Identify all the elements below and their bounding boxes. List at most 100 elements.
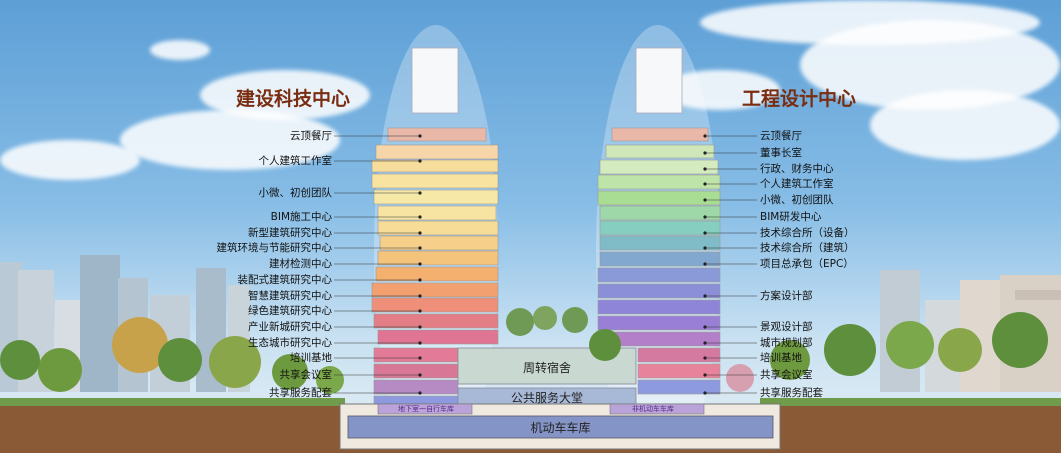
right-label: 个人建筑工作室: [760, 178, 834, 190]
right-floor: [637, 347, 721, 363]
right-floor: [637, 363, 721, 379]
right-floor: [599, 159, 719, 175]
leader-dot: [418, 134, 422, 138]
right-label: 董事长室: [760, 147, 802, 159]
leader-dot: [418, 356, 422, 360]
leader-dot: [703, 373, 707, 377]
leader-dot: [703, 198, 707, 202]
right-label: BIM研发中心: [760, 211, 822, 223]
leader-dot: [418, 191, 422, 195]
right-label: 共享会议室: [760, 369, 813, 381]
left-floor: [373, 379, 459, 395]
leader-dot: [418, 391, 422, 395]
leader-dot: [418, 215, 422, 219]
left-floor: [377, 250, 499, 266]
leader-dot: [703, 325, 707, 329]
leader-dot: [418, 231, 422, 235]
right-floor: [599, 235, 721, 251]
right-label: 小微、初创团队: [760, 194, 834, 206]
right-floor: [599, 205, 721, 221]
left-title: 建设科技中心: [236, 88, 351, 110]
grass-right: [760, 398, 1061, 406]
left-floor: [373, 347, 459, 363]
right-label: 共享服务配套: [760, 387, 823, 399]
right-label: 技术综合所（建筑）: [760, 242, 855, 254]
cloud: [0, 140, 140, 180]
left-floor: [377, 329, 499, 345]
garage-floor: [347, 415, 774, 439]
left-label: 云顶餐厅: [290, 130, 332, 142]
left-floor: [373, 313, 499, 329]
basement-bike-right-label: 非机动车车库: [632, 405, 674, 413]
right-floor: [597, 315, 721, 331]
leader-dot: [703, 182, 707, 186]
garage-label: 机动车车库: [530, 421, 591, 435]
right-label: 项目总承包（EPC）: [760, 258, 854, 270]
leader-dot: [418, 262, 422, 266]
right-label: 技术综合所（设备）: [760, 227, 855, 239]
leader-dot: [703, 294, 707, 298]
leader-dot: [418, 159, 422, 163]
right-floor: [597, 267, 721, 283]
right-label: 方案设计部: [760, 290, 813, 302]
left-floor: [373, 189, 499, 205]
left-label: BIM施工中心: [270, 211, 332, 223]
left-tower-crown: [411, 47, 459, 114]
left-floor: [373, 395, 459, 405]
left-floor: [375, 144, 499, 160]
leader-dot: [418, 309, 422, 313]
right-floor: [597, 283, 721, 299]
right-floor: [599, 220, 721, 236]
leader-dot: [418, 373, 422, 377]
hall-label: 公共服务大堂: [510, 391, 583, 405]
right-label: 云顶餐厅: [760, 130, 802, 142]
left-floor: [371, 282, 499, 298]
left-floor: [373, 363, 459, 379]
cloud: [120, 110, 340, 170]
leader-dot: [703, 167, 707, 171]
cloud: [870, 90, 1060, 160]
leader-dot: [418, 294, 422, 298]
left-floor: [371, 159, 499, 173]
left-label: 培训基地: [290, 352, 332, 364]
leader-dot: [703, 391, 707, 395]
right-floor: [611, 127, 709, 142]
left-label: 建筑环境与节能研究中心: [216, 242, 333, 254]
right-label: 培训基地: [760, 352, 802, 364]
right-floor: [597, 174, 721, 190]
leader-dot: [703, 231, 707, 235]
left-label: 智慧建筑研究中心: [248, 290, 332, 302]
leader-dot: [703, 151, 707, 155]
left-label: 小微、初创团队: [258, 187, 333, 199]
left-floor: [371, 297, 499, 313]
leader-lines: [334, 134, 757, 395]
basement-bike-left: [377, 403, 473, 415]
leader-dot: [703, 134, 707, 138]
right-floor: [605, 144, 715, 159]
leader-dot: [703, 215, 707, 219]
leader-dot: [703, 341, 707, 345]
left-label: 共享服务配套: [269, 387, 332, 399]
right-label: 景观设计部: [760, 321, 813, 333]
leader-dot: [418, 325, 422, 329]
right-floor: [597, 190, 721, 206]
leader-dot: [418, 246, 422, 250]
left-floor: [375, 266, 499, 282]
left-label: 生态城市研究中心: [248, 337, 332, 349]
right-floor: [597, 299, 721, 315]
left-label: 新型建筑研究中心: [248, 227, 332, 239]
left-label: 产业新城研究中心: [248, 321, 332, 333]
left-floor: [387, 127, 487, 142]
left-floor: [371, 173, 499, 189]
grass-left: [0, 398, 345, 406]
left-label: 绿色建筑研究中心: [248, 305, 332, 317]
right-floor: [637, 379, 721, 395]
basement-bike-left-label: 地下室一自行车库: [398, 405, 454, 413]
trees: [0, 306, 1048, 394]
right-title: 工程设计中心: [742, 88, 857, 110]
right-label: 行政、财务中心: [760, 163, 834, 175]
left-label: 共享会议室: [279, 369, 333, 381]
cloud: [150, 40, 210, 60]
left-label: 装配式建筑研究中心: [237, 274, 333, 286]
